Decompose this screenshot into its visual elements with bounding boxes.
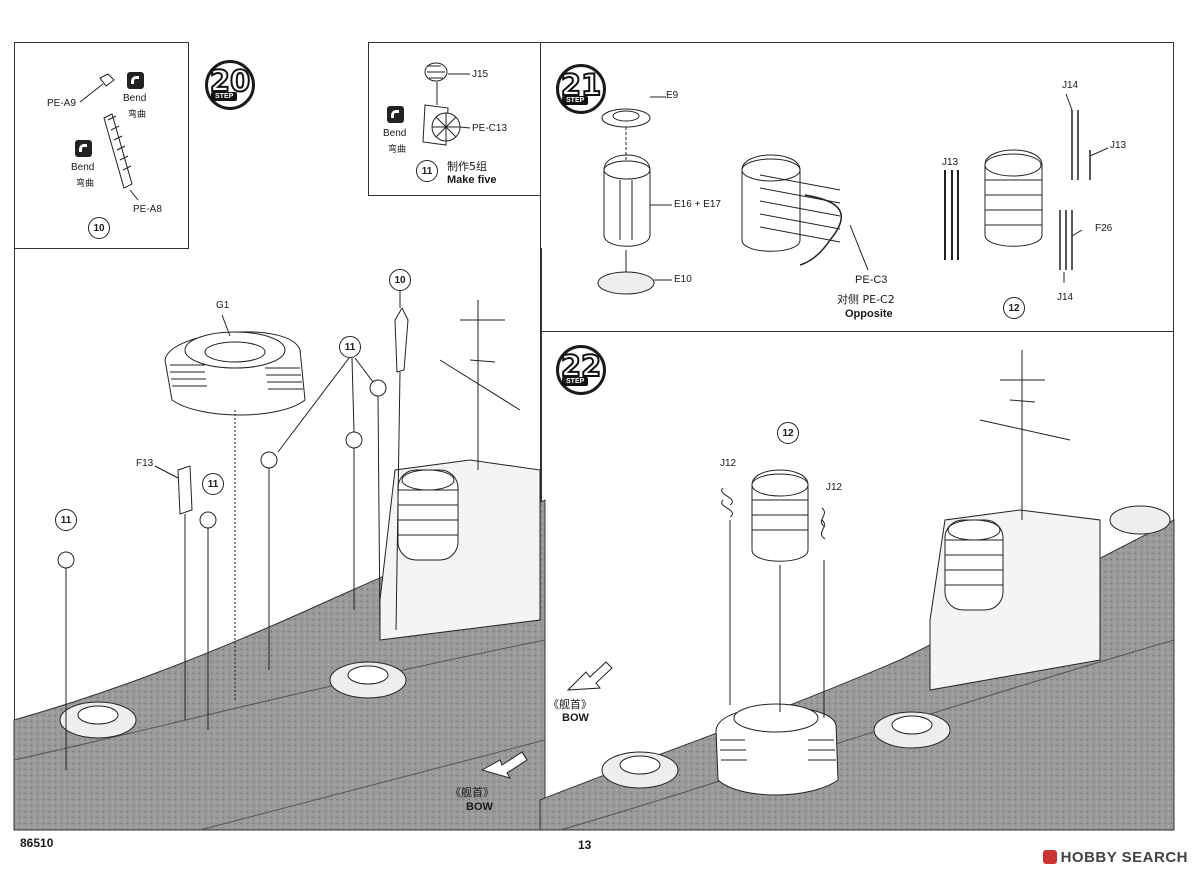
- label-j12-right: J12: [826, 482, 843, 493]
- step-22-word: STEP: [562, 377, 589, 386]
- label-bend-2-zh: 弯曲: [76, 179, 95, 189]
- label-opposite: Opposite: [845, 308, 893, 320]
- bend-icon: [127, 72, 144, 89]
- label-bend-3: Bend: [383, 128, 407, 139]
- product-code: 86510: [20, 836, 54, 850]
- label-pe-a8: PE-A8: [133, 204, 162, 215]
- bow-label-zh: 《舰首》: [450, 786, 494, 799]
- subassembly-10-panel: [14, 42, 189, 249]
- step-20-badge: 20 STEP: [205, 60, 255, 110]
- label-pe-c3: PE-C3: [855, 274, 888, 286]
- part-12-circle: 12: [777, 422, 799, 444]
- label-j12-left: J12: [720, 458, 737, 469]
- part-11-circle: 11: [202, 473, 224, 495]
- bend-icon: [387, 106, 404, 123]
- bend-icon: [75, 140, 92, 157]
- label-bend-2: Bend: [71, 162, 95, 173]
- label-g1: G1: [216, 300, 230, 311]
- watermark-text: HOBBY SEARCH: [1060, 849, 1188, 866]
- label-f13: F13: [136, 458, 154, 469]
- subassembly-10-circle: 10: [88, 217, 110, 239]
- label-pe-a9: PE-A9: [47, 98, 76, 109]
- label-j14-bottom: J14: [1057, 292, 1074, 303]
- label-make-five-zh: 制作5组: [447, 160, 487, 173]
- part-11-circle: 11: [55, 509, 77, 531]
- label-e10: E10: [674, 274, 692, 285]
- label-j14-top: J14: [1062, 80, 1079, 91]
- part-12-circle: 12: [1003, 297, 1025, 319]
- part-10-circle: 10: [389, 269, 411, 291]
- bow-label: BOW: [466, 801, 493, 813]
- step-22-badge: 22 STEP: [556, 345, 606, 395]
- label-j13-left: J13: [942, 157, 959, 168]
- page-number: 13: [578, 838, 592, 852]
- part-11-circle: 11: [339, 336, 361, 358]
- label-j15: J15: [472, 69, 489, 80]
- subassembly-11-circle: 11: [416, 160, 438, 182]
- label-j13-right: J13: [1110, 140, 1127, 151]
- label-bend-1: Bend: [123, 93, 147, 104]
- label-f26: F26: [1095, 223, 1113, 234]
- label-bend-3-zh: 弯曲: [388, 145, 407, 155]
- label-e9: E9: [666, 90, 679, 101]
- label-make-five: Make five: [447, 174, 497, 186]
- step-21-number: 21: [560, 68, 602, 102]
- bow-label: BOW: [562, 712, 589, 724]
- step-21-word: STEP: [562, 96, 589, 105]
- label-e16-e17: E16 + E17: [674, 199, 721, 210]
- watermark: HOBBY SEARCH: [1042, 849, 1188, 866]
- label-pe-c13: PE-C13: [472, 123, 508, 134]
- bow-label-zh: 《舰首》: [548, 698, 592, 711]
- step-22-number: 22: [560, 349, 602, 383]
- label-bend-1-zh: 弯曲: [128, 110, 147, 120]
- hobby-search-logo-icon: [1042, 850, 1057, 864]
- step-20-word: STEP: [211, 92, 238, 101]
- step-21-badge: 21 STEP: [556, 64, 606, 114]
- step-20-number: 20: [209, 64, 251, 98]
- label-opposite-zh: 对侧 PE-C2: [837, 293, 895, 306]
